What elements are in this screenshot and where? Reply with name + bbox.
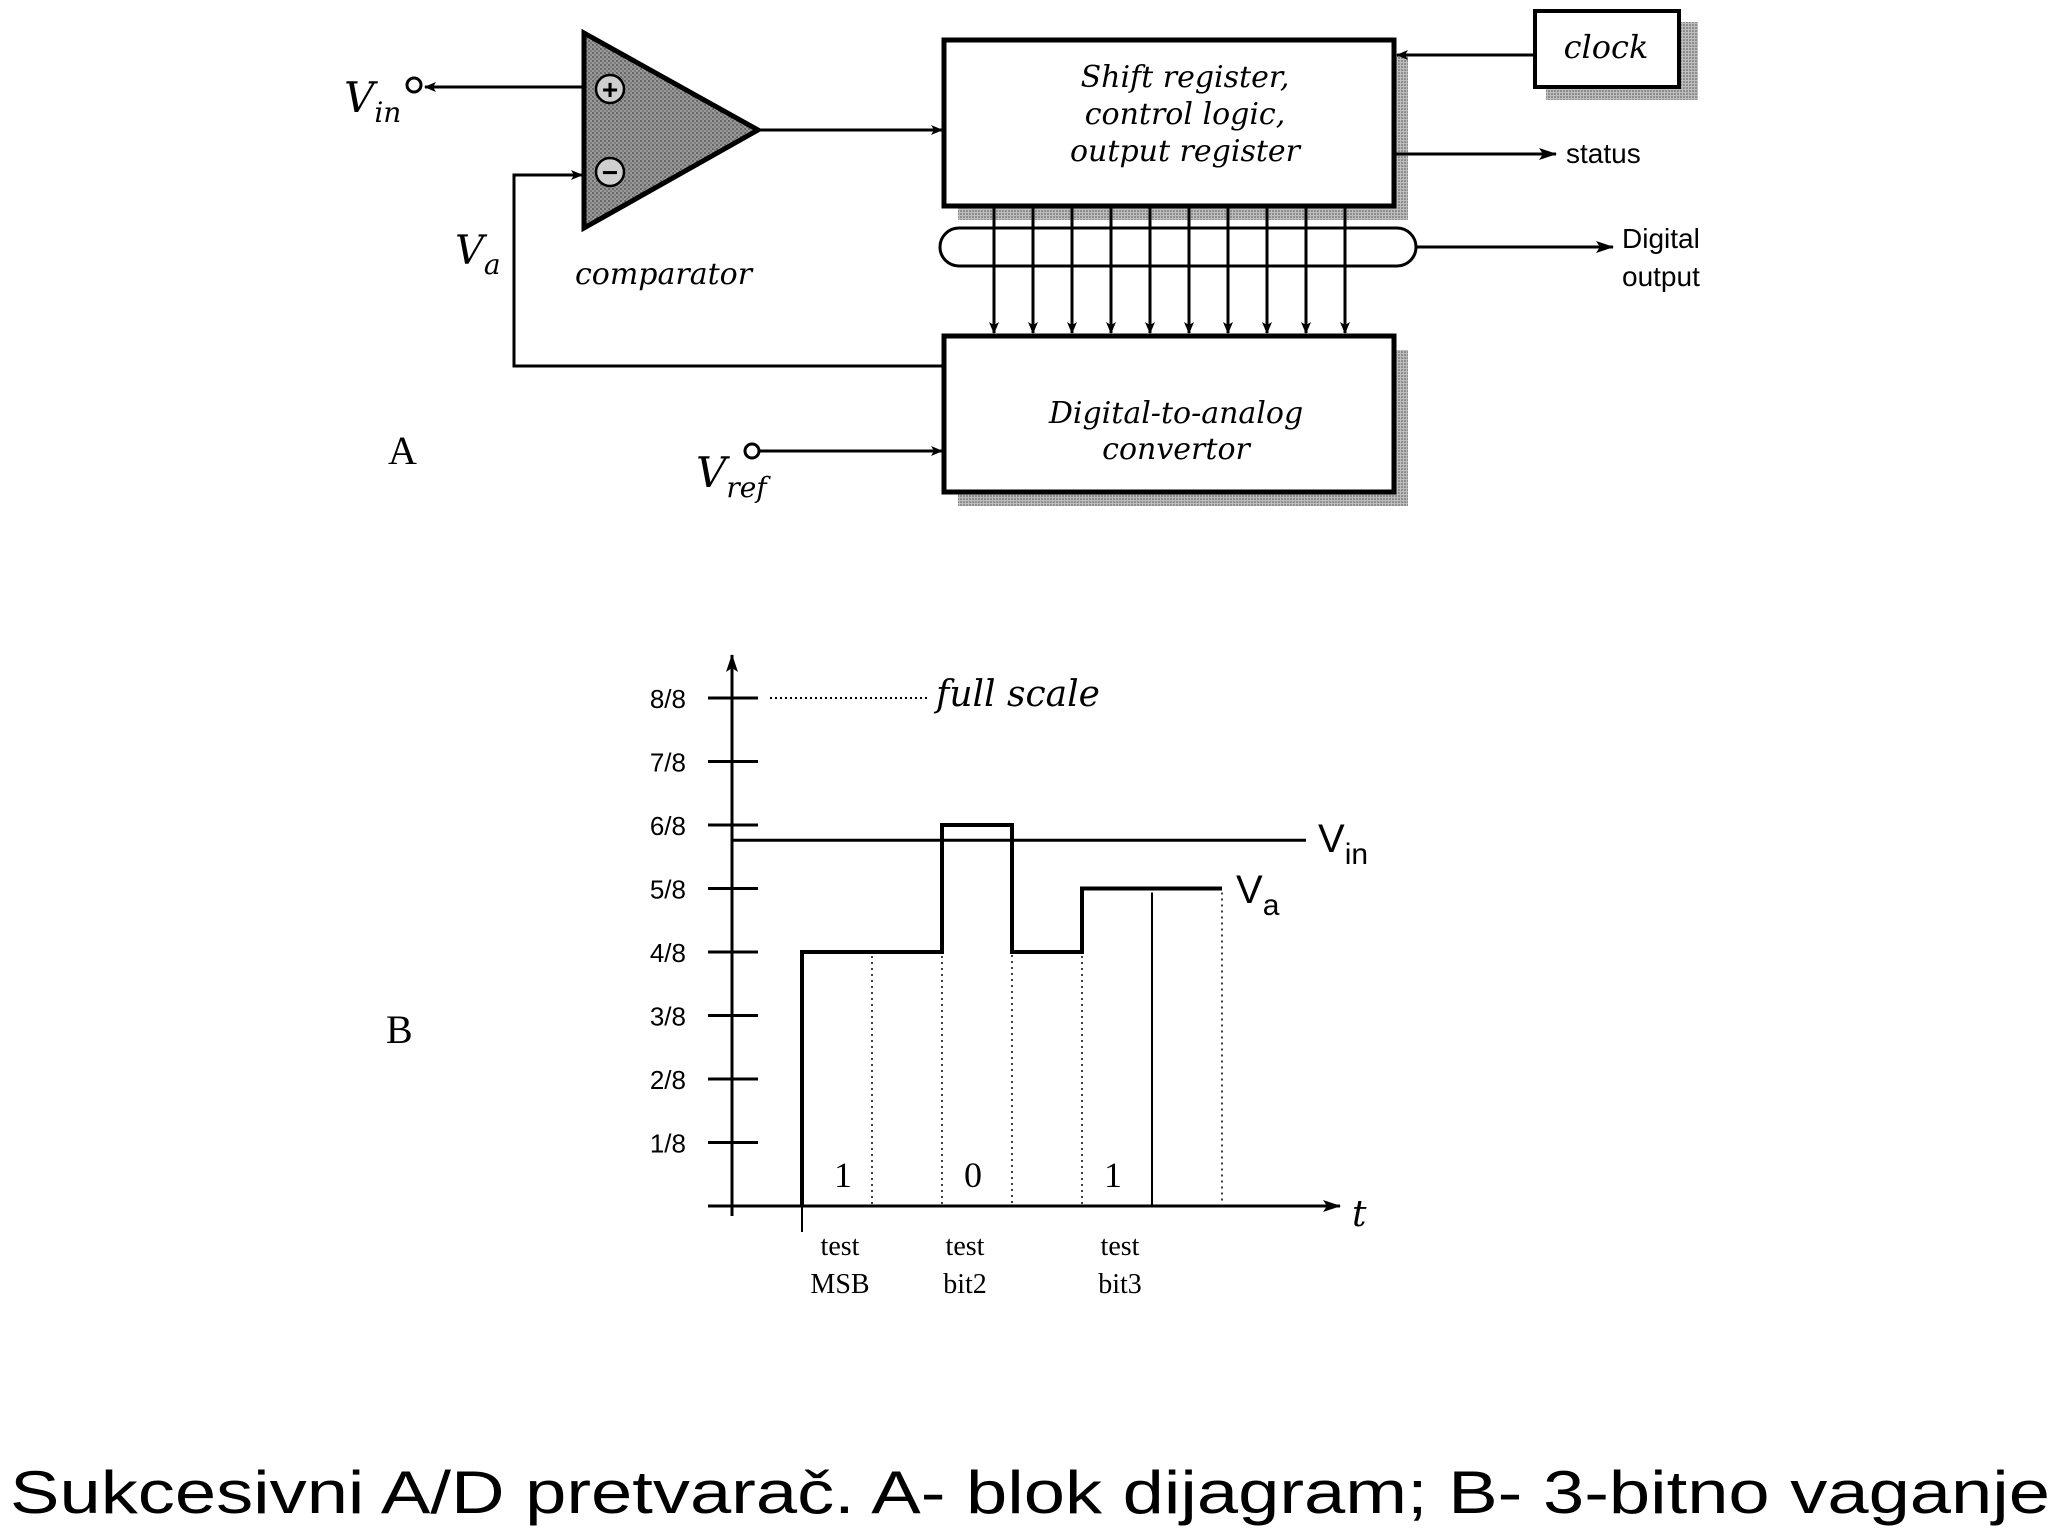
vref-terminal-circle <box>743 442 761 460</box>
status-label: status <box>1566 138 1641 169</box>
bit-value-2: 0 <box>964 1155 982 1195</box>
y-tick-label: 4/8 <box>650 938 686 968</box>
va-feedback-wire <box>512 170 942 368</box>
shift-register-box <box>941 37 1397 209</box>
test-label-1-line-2: MSB <box>810 1269 869 1300</box>
panel-label-a: A <box>388 428 417 473</box>
y-tick-label: 7/8 <box>650 748 686 778</box>
block-diagram: A Vin + − comparator Va Shift register <box>344 9 1700 506</box>
vin-terminal: Vin <box>344 73 582 129</box>
time-dividers <box>801 829 1223 1232</box>
bit-value-1: 1 <box>834 1155 852 1195</box>
figure-caption: Sukcesivni A/D pretvarač. A- blok dijagr… <box>10 1459 2050 1526</box>
vin-chart-label: Vin <box>1318 817 1368 871</box>
full-scale-label: full scale <box>933 674 1100 715</box>
comparator-minus: − <box>602 157 618 188</box>
test-label-3-line-2: bit3 <box>1098 1269 1142 1300</box>
bus-bit-lines <box>989 206 1350 334</box>
y-ticks: 1/8 2/8 3/8 4/8 5/8 6/8 7/8 8/8 <box>650 684 758 1159</box>
status-output: status <box>1394 138 1641 169</box>
comparator-label: comparator <box>575 257 754 292</box>
digital-output-line-2: output <box>1622 261 1700 292</box>
shift-register-line-1: Shift register, <box>1081 60 1290 95</box>
clock-box <box>1533 9 1681 89</box>
dac-block: Digital-to-analog convertor <box>941 333 1408 506</box>
shift-register-block: Shift register, control logic, output re… <box>941 37 1408 220</box>
y-tick-label: 6/8 <box>650 811 686 841</box>
y-tick-label: 2/8 <box>650 1065 686 1095</box>
y-tick-label: 5/8 <box>650 875 686 905</box>
t-label: t <box>1352 1194 1367 1235</box>
vin-label: Vin <box>344 73 401 129</box>
data-bus: Digital output <box>938 206 1700 334</box>
comparator: + − comparator <box>575 28 764 292</box>
test-label-2-line-1: test <box>946 1231 985 1262</box>
vref-label: Vref <box>696 448 771 504</box>
y-tick-label: 3/8 <box>650 1002 686 1032</box>
y-tick-label: 8/8 <box>650 684 686 714</box>
comparator-plus-circle <box>594 73 626 105</box>
test-label-2-line-2: bit2 <box>943 1269 987 1300</box>
shift-register-line-2: control logic, <box>1085 97 1286 132</box>
comparator-plus: + <box>602 74 618 105</box>
va-label: Va <box>455 228 501 281</box>
shift-register-line-3: output register <box>1070 134 1302 169</box>
clock-label: clock <box>1564 28 1649 66</box>
digital-output-line-1: Digital <box>1622 223 1700 254</box>
bit-value-3: 1 <box>1104 1155 1122 1195</box>
dac-line-1: Digital-to-analog <box>1048 396 1303 431</box>
panel-label-b: B <box>386 1007 413 1052</box>
dac-line-2: convertor <box>1102 432 1251 467</box>
dac-box <box>941 333 1397 495</box>
test-label-1-line-1: test <box>821 1231 860 1262</box>
vin-terminal-circle <box>405 76 423 94</box>
test-label-3-line-1: test <box>1101 1231 1140 1262</box>
weighing-chart: B t 1/82/83/84/85/86/87/88/8 full scale … <box>386 654 1368 1300</box>
y-tick-label: 1/8 <box>650 1129 686 1159</box>
va-step-line <box>800 823 1222 1206</box>
va-feedback: Va <box>455 170 942 368</box>
comparator-minus-circle <box>594 156 626 188</box>
va-chart-label: Va <box>1236 868 1280 922</box>
clock-block: clock <box>1396 9 1698 100</box>
comparator-triangle <box>581 28 764 233</box>
vref-terminal: Vref <box>696 442 943 504</box>
